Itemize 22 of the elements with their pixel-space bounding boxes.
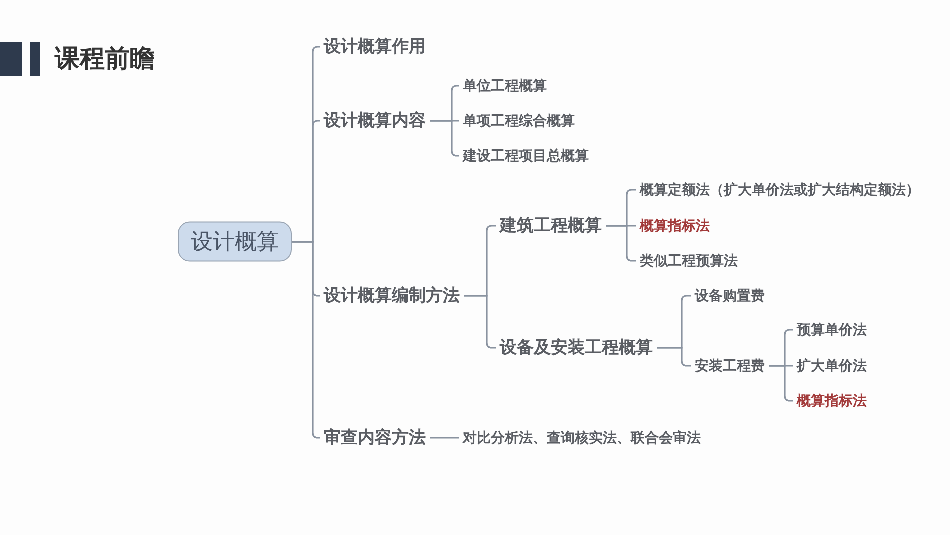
- topic-label: 设计概算编制方法: [324, 286, 460, 306]
- topic-label: 设备购置费: [695, 288, 765, 304]
- topic-label: 类似工程预算法: [640, 252, 738, 270]
- root-topic-box: 设计概算: [178, 222, 292, 262]
- topic-label: 建设工程项目总概算: [463, 148, 589, 164]
- page-title: 课程前瞻: [55, 44, 155, 75]
- topic-label: 审查内容方法: [324, 428, 426, 448]
- connector-line: [657, 347, 691, 367]
- topic-label: 设计概算内容: [324, 110, 426, 132]
- topic-label: 概算指标法: [640, 218, 710, 234]
- topic-label: 单项工程综合概算: [463, 112, 575, 130]
- topic-label: 设备及安装工程概算: [500, 338, 653, 358]
- topic-label: 概算指标法: [797, 392, 867, 410]
- connector-line: [430, 437, 459, 439]
- topic-label: 扩大单价法: [797, 358, 867, 374]
- topic-label: 单位工程概算: [463, 78, 547, 94]
- topic-label: 设计概算作用: [324, 36, 426, 58]
- topic-label: 建筑工程概算: [500, 216, 602, 236]
- topic-label: 对比分析法、查询核实法、联合会审法: [463, 430, 701, 446]
- topic-label: 概算定额法（扩大单价法或扩大结构定额法）: [640, 182, 920, 198]
- topic-label: 安装工程费: [695, 358, 765, 374]
- topic-label: 预算单价法: [797, 322, 867, 338]
